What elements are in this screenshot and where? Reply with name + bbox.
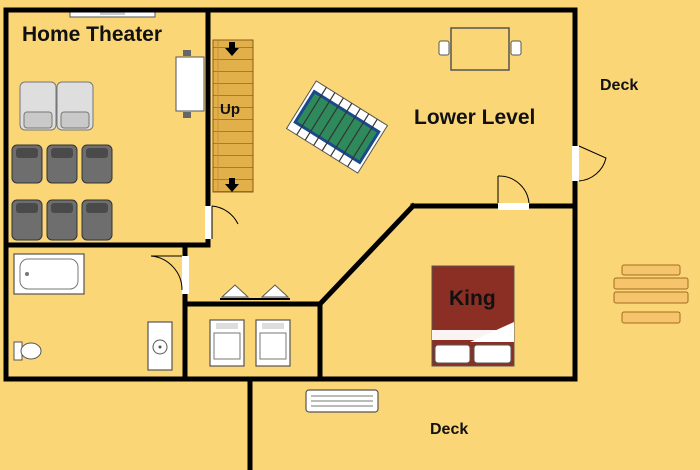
lower-level-label: Lower Level — [414, 106, 536, 129]
foosball-table-icon — [285, 80, 389, 174]
sink-icon — [147, 321, 173, 371]
deck-right-label: Deck — [600, 77, 639, 94]
home-theater-label: Home Theater — [22, 23, 163, 46]
toilet-icon — [13, 341, 42, 361]
king-bed-label: King — [449, 287, 496, 310]
stairs — [212, 39, 254, 193]
door-openings — [182, 146, 579, 294]
bathtub-icon — [13, 253, 85, 295]
recliner-icon — [19, 81, 94, 131]
outdoor-bench-icon — [305, 389, 379, 413]
stairs-arrow-icon — [225, 42, 239, 192]
deck-bottom-label: Deck — [430, 421, 469, 438]
king-bed-icon — [431, 265, 515, 367]
walls — [3, 7, 578, 470]
deck-furniture-icon — [613, 264, 689, 324]
stairs-up-label: Up — [220, 101, 240, 118]
dryer-icon — [255, 319, 291, 367]
closet-doors — [220, 284, 290, 300]
side-table — [175, 50, 205, 118]
dining-table-icon — [438, 27, 522, 71]
washer-icon — [209, 319, 245, 367]
door-swings — [150, 145, 607, 291]
